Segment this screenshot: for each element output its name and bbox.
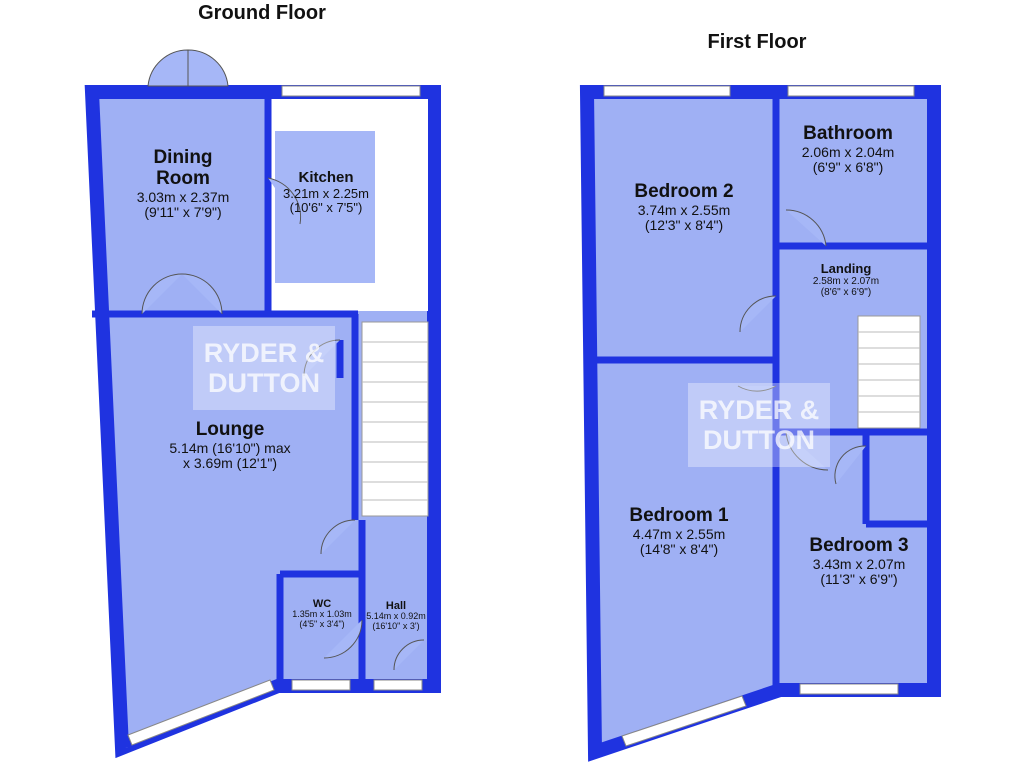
window [621, 695, 747, 747]
window [787, 85, 915, 97]
stairs [361, 321, 429, 517]
stairs [857, 315, 921, 429]
ground-floor-plan [84, 49, 441, 759]
door-swings [141, 49, 425, 671]
stair-treads [858, 331, 920, 413]
window [127, 679, 275, 746]
watermark-logo: RYDER &DUTTON [688, 383, 830, 467]
stair-treads [362, 341, 428, 501]
first-internal-walls [595, 92, 934, 690]
watermark-logo: RYDER &DUTTON [193, 326, 335, 410]
first-floor-title: First Floor [707, 31, 807, 53]
window [291, 679, 351, 691]
ground-floor-title: Ground Floor [198, 2, 326, 24]
door-swings [737, 209, 867, 485]
window [281, 85, 421, 97]
first-floor-plan [579, 85, 941, 762]
front-door [373, 679, 423, 691]
ground-internal-walls [92, 92, 366, 686]
window [603, 85, 731, 97]
window [799, 683, 899, 695]
